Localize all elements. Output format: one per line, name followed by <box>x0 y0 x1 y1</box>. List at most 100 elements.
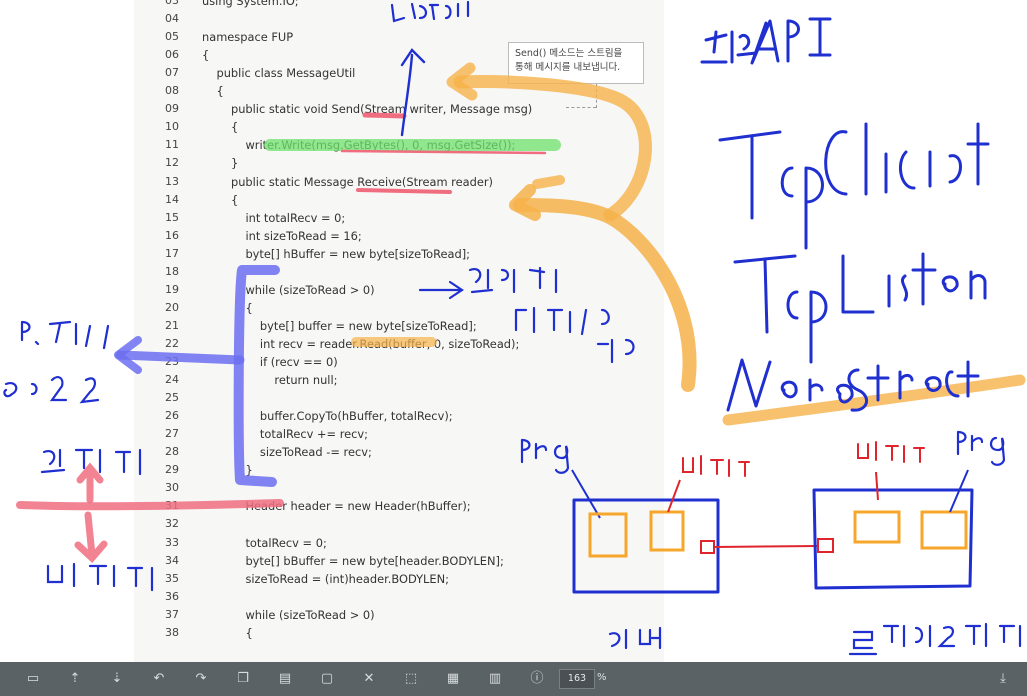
callout-line-2: 통해 메시지를 내보냅니다. <box>515 62 621 73</box>
client-label <box>848 622 1022 656</box>
code-line: byte[] hBuffer = new byte[sizeToRead]; <box>202 246 471 261</box>
line-number: 19 <box>165 282 179 296</box>
line-number: 35 <box>165 571 179 585</box>
code-line: return null; <box>202 373 338 388</box>
code-line: while (sizeToRead > 0) <box>202 282 375 297</box>
header-line <box>16 499 284 511</box>
line-number: 26 <box>165 409 179 423</box>
undo-icon[interactable]: ↶ <box>153 671 165 686</box>
client-buffer-box <box>853 510 901 544</box>
line-number: 34 <box>165 553 179 567</box>
insert-page-icon[interactable]: ▦ <box>446 671 460 686</box>
line-number: 17 <box>165 246 179 260</box>
prg-label-right <box>956 430 1006 466</box>
line-number: 13 <box>165 174 179 188</box>
line-number: 21 <box>165 318 179 332</box>
server-buffer-box <box>649 510 685 552</box>
connection-line <box>713 545 819 548</box>
blue-arrow-right <box>418 280 464 300</box>
server-label <box>608 626 662 650</box>
zoom-input[interactable]: 163 <box>559 669 595 689</box>
copy-icon[interactable]: ❐ <box>237 671 249 686</box>
code-line: sizeToRead = (int)header.BODYLEN; <box>202 571 449 586</box>
code-line: buffer.CopyTo(hBuffer, totalRecv); <box>202 409 453 424</box>
line-number: 08 <box>165 84 179 98</box>
orange-arrow <box>513 198 697 392</box>
prg-pointer-right <box>949 469 969 513</box>
line-number: 04 <box>165 12 179 26</box>
code-line: } <box>202 156 239 171</box>
remove-page-icon[interactable]: ▥ <box>488 671 502 686</box>
handwriting-tcpclient <box>718 122 990 250</box>
line-number: 24 <box>165 373 179 387</box>
code-line: int sizeToRead = 16; <box>202 228 362 243</box>
header-up-arrow <box>76 462 104 504</box>
code-line: sizeToRead -= recv; <box>202 445 372 460</box>
line-number: 20 <box>165 300 179 314</box>
info-icon[interactable]: ⓘ <box>530 671 544 686</box>
orange-arrow-2-head <box>446 62 478 101</box>
code-line: byte[] buffer = new byte[sizeToRead]; <box>202 318 477 333</box>
download-icon[interactable]: ⤓ <box>1000 671 1006 686</box>
buffer-label-left <box>682 455 750 477</box>
handwriting-byte <box>390 0 470 23</box>
code-line: } <box>202 463 253 478</box>
viewer-toolbar: ▭ ⇡ ⇣ ↶ ↷ ❐ ▤ ▢ ✕ ⬚ ▦ ▥ ⓘ 163 % ⤓ <box>0 662 1027 696</box>
handwriting-networkstream <box>726 358 980 412</box>
line-number: 15 <box>165 210 179 224</box>
server-socket <box>700 540 715 554</box>
code-line: { <box>202 300 253 315</box>
line-number: 05 <box>165 30 179 44</box>
fit-page-icon[interactable]: ▭ <box>26 671 40 686</box>
line-number: 37 <box>165 607 179 621</box>
code-line: { <box>202 48 210 63</box>
body-down-arrow <box>74 511 108 564</box>
buffer-label-right <box>857 441 925 463</box>
orange-underline <box>722 374 1026 426</box>
code-line: public static void Send(Stream writer, M… <box>202 102 533 117</box>
paste-icon[interactable]: ▤ <box>278 671 292 686</box>
code-line: namespace FUP <box>202 30 294 45</box>
callout-line-1: Send() 메소드는 스트림을 <box>515 48 623 59</box>
scroll-down-icon[interactable]: ⇣ <box>111 671 123 686</box>
handwriting-transfer-api <box>700 17 832 65</box>
orange-arrow-3 <box>532 175 565 189</box>
receive-underline <box>356 188 452 194</box>
crop-icon[interactable]: ⬚ <box>404 671 418 686</box>
code-line: int totalRecv = 0; <box>202 210 346 225</box>
select-icon[interactable]: ▢ <box>320 671 334 686</box>
send-underline <box>362 112 407 119</box>
line-number: 33 <box>165 535 179 549</box>
document-page <box>134 0 664 662</box>
code-line: using System.IO; <box>202 0 299 8</box>
code-line: { <box>202 84 224 99</box>
line-number: 25 <box>165 391 179 405</box>
line-number: 38 <box>165 625 179 639</box>
code-line: totalRecv = 0; <box>202 535 327 550</box>
line-number: 32 <box>165 517 179 531</box>
line-number: 18 <box>165 264 179 278</box>
code-line: { <box>202 120 239 135</box>
prg-pointer-left <box>571 469 601 519</box>
delete-icon[interactable]: ✕ <box>363 671 375 686</box>
purple-bracket <box>233 265 280 487</box>
line-number: 03 <box>165 0 179 7</box>
redo-icon[interactable]: ↷ <box>195 671 207 686</box>
line-number: 36 <box>165 589 179 603</box>
scroll-up-icon[interactable]: ⇡ <box>69 671 81 686</box>
line-number: 06 <box>165 48 179 62</box>
zoom-unit: % <box>597 672 607 683</box>
client-box <box>812 488 974 590</box>
line-number: 16 <box>165 228 179 242</box>
code-line: public static Message Receive(Stream rea… <box>202 174 493 189</box>
purple-arrow-head <box>114 336 142 374</box>
handwriting-tcplistener <box>733 252 987 364</box>
handwriting-body-label <box>46 562 154 592</box>
line-number: 12 <box>165 156 179 170</box>
line-number: 28 <box>165 445 179 459</box>
orange-arrow-head <box>509 184 541 221</box>
buffer-pointer-left <box>667 479 681 513</box>
line-number: 11 <box>165 138 179 152</box>
ink-annotations <box>3 0 1026 656</box>
